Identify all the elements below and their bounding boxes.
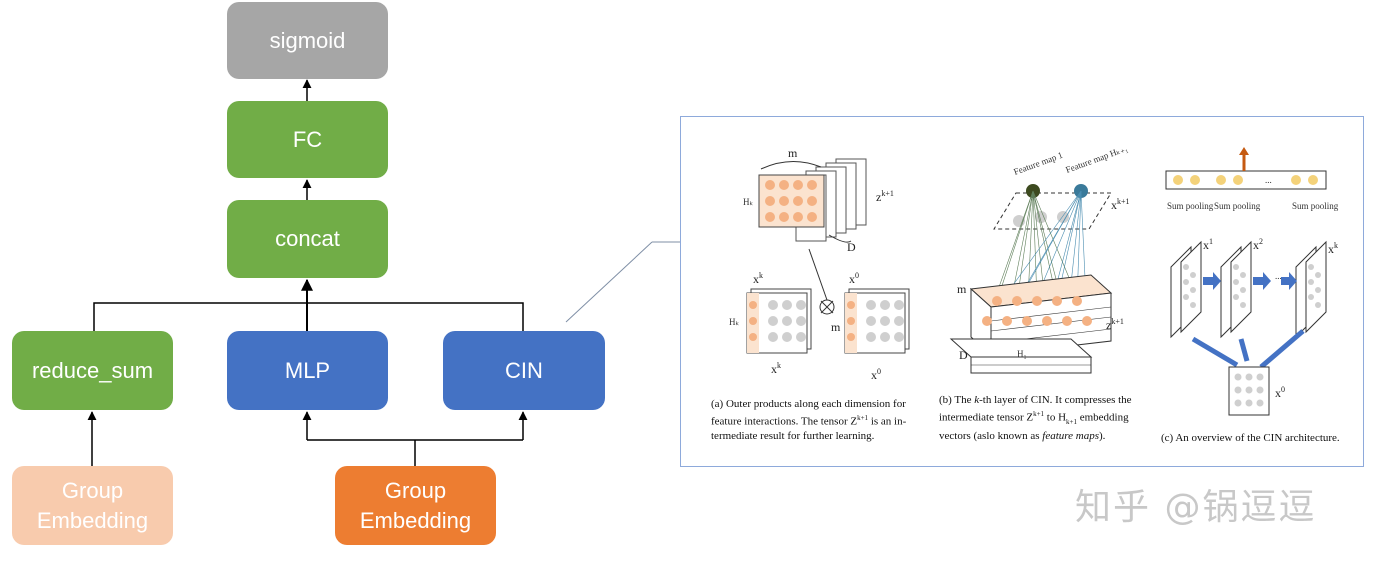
group-embedding-left-line1: Group (61, 477, 124, 503)
mlp-node: MLP (227, 331, 388, 410)
tensor-z-stack (758, 158, 867, 243)
panel-b-d-label: D (959, 348, 968, 362)
panel-b-h1-label: H₁ (1017, 349, 1027, 359)
matrix-x0 (844, 288, 910, 354)
caption-b: (b) The k-th layer of CIN. It compresses… (939, 393, 1159, 443)
caption-c: (c) An overview of the CIN architecture. (1161, 431, 1361, 445)
panel-a-diagram: m Hₖ zk+1 D Hₖ xk (729, 146, 910, 382)
caption-b-line3: vectors (aslo known as feature maps). (939, 429, 1106, 442)
caption-b-line1: (b) The k-th layer of CIN. It compresses… (939, 394, 1132, 406)
cin-paper-figure: m Hₖ zk+1 D Hₖ xk (680, 116, 1364, 467)
feature-map-hk1-label: Feature map Hₖ₊₁ (1064, 143, 1129, 175)
panel-c-diagram: ... Sum pooling Sum pooling Sum pooling … (1165, 147, 1339, 416)
group-embedding-right-line1: Group (384, 477, 447, 503)
merge-line-to-concat (93, 302, 524, 331)
sum-pooling-label-1: Sum pooling (1167, 201, 1214, 211)
panel-a-x0-label: x0 (871, 367, 881, 382)
fc-label: FC (292, 126, 323, 152)
feature-map-1-label: Feature map 1 (1012, 150, 1064, 177)
caption-c-line1: (c) An overview of the CIN architecture. (1161, 432, 1340, 444)
callout-line (565, 241, 653, 323)
panel-a-m-label: m (788, 146, 798, 160)
panel-a-m-label-2: m (831, 320, 841, 334)
output-layer (1165, 170, 1327, 190)
panel-b-diagram: Feature map 1 Feature map Hₖ₊₁ xk+1 (949, 143, 1130, 374)
caption-b-line2: intermediate tensor Zk+1 to Hk+1 embeddi… (939, 410, 1129, 426)
sigmoid-node: sigmoid (227, 2, 388, 79)
panel-b-zk1-label: zk+1 (1106, 317, 1124, 332)
panel-a-xk-small-label: xk (753, 271, 763, 286)
feature-map-x1 (1170, 240, 1202, 339)
cin-node: CIN (443, 331, 605, 410)
panel-a-hk-label: Hₖ (743, 197, 753, 207)
panel-a-arrow (808, 248, 828, 301)
matrix-x0-overview (1228, 366, 1270, 416)
sigmoid-label: sigmoid (269, 27, 346, 53)
matrix-xk (746, 288, 812, 354)
watermark: 知乎 @锅逗逗 (1075, 487, 1317, 528)
reduce-sum-node: reduce_sum (12, 331, 173, 410)
panel-a-x0-small-label: x0 (849, 271, 859, 286)
feature-map-plane (993, 192, 1112, 230)
feature-map-xk (1295, 240, 1327, 339)
cin-figure-illustration: m Hₖ zk+1 D Hₖ xk (729, 143, 1339, 416)
panel-c-dots-top: ... (1265, 175, 1272, 185)
group-embedding-right-node: Group Embedding (335, 466, 496, 545)
caption-a-line2: feature interactions. The tensor Zk+1 is… (711, 414, 907, 428)
sum-pooling-label-2: Sum pooling (1214, 201, 1261, 211)
panel-a-hk-label-2: Hₖ (729, 317, 739, 327)
panel-b-m-label: m (957, 282, 967, 296)
panel-c-x2-label: x2 (1253, 237, 1263, 252)
group-embedding-left-line2: Embedding (36, 507, 149, 533)
fc-node: FC (227, 101, 388, 178)
reduce-sum-label: reduce_sum (31, 357, 154, 383)
caption-a: (a) Outer products along each dimension … (711, 397, 941, 443)
panel-b-xk1-label: xk+1 (1111, 197, 1130, 212)
concat-label: concat (275, 226, 340, 251)
panel-c-x0-label: x0 (1275, 385, 1285, 400)
panel-c-dots-mid: ... (1275, 271, 1282, 281)
panel-a-xk-label: xk (771, 361, 781, 376)
concat-node: concat (227, 200, 388, 278)
panel-c-flow-arrows (1203, 272, 1297, 290)
panel-a-z-label: zk+1 (876, 189, 894, 204)
sum-pooling-label-3: Sum pooling (1292, 201, 1339, 211)
group-embedding-right-line2: Embedding (359, 507, 472, 533)
caption-a-line1: (a) Outer products along each dimension … (711, 398, 906, 410)
panel-a-d-label: D (847, 240, 856, 254)
feature-map-x2 (1220, 240, 1252, 339)
panel-c-x1-label: x1 (1203, 237, 1213, 252)
caption-a-line3: termediate result for further learning. (711, 429, 875, 442)
mlp-label: MLP (284, 357, 331, 383)
panel-c-xk-label: xk (1328, 241, 1338, 256)
cin-label: CIN (505, 357, 543, 383)
group-embedding-left-node: Group Embedding (12, 466, 173, 545)
